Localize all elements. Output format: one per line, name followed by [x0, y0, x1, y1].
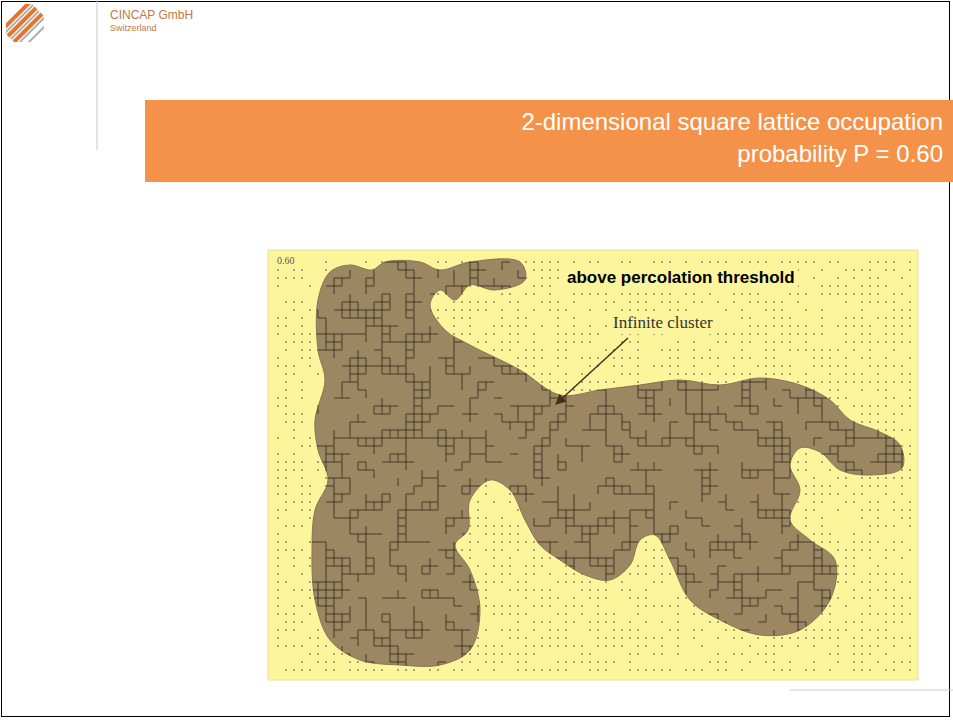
figure-panel: [268, 250, 918, 680]
title-bar: [145, 100, 953, 182]
cluster-bonds: [278, 262, 910, 670]
footer-rule: [790, 690, 953, 691]
threshold-note: above percolation threshold: [564, 267, 798, 289]
lattice: [277, 259, 911, 671]
probability-value: 0.60: [274, 254, 298, 267]
company-country: Switzerland: [110, 23, 157, 33]
company-name: CINCAP GmbH: [110, 8, 193, 22]
cluster-label: Infinite cluster: [610, 312, 716, 334]
header-divider: [97, 0, 98, 150]
company-logo: [6, 4, 44, 42]
slide-title: 2-dimensional square lattice occupation …: [423, 106, 943, 170]
pointer-arrow: [556, 338, 628, 404]
infinite-cluster: [312, 259, 904, 667]
